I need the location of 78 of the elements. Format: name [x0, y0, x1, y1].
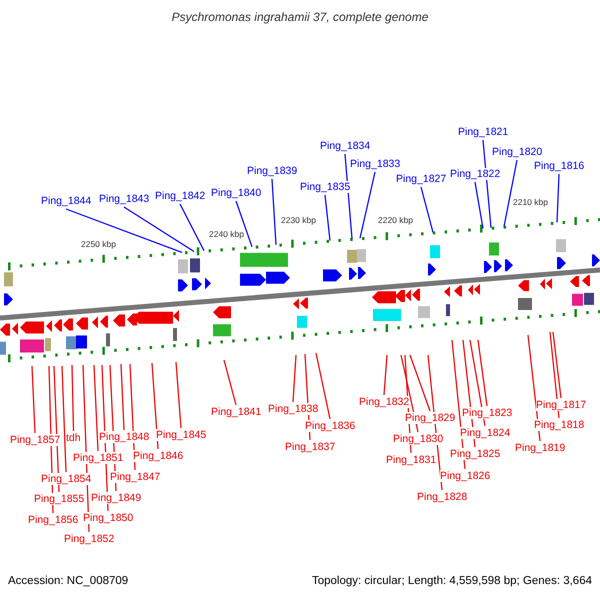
gene-label: Ping_1817: [536, 399, 586, 411]
gene-label: Ping_1837: [285, 441, 336, 453]
gene-label: Ping_1854: [41, 473, 92, 485]
gene-label: Ping_1834: [320, 140, 370, 152]
gene-label: Ping_1824: [460, 427, 510, 439]
gene-label: Ping_1848: [99, 431, 150, 443]
leader-line: [120, 364, 125, 430]
gene-label: Ping_1825: [450, 448, 500, 460]
gene-label: Ping_1841: [211, 406, 262, 418]
leader-line: [549, 332, 560, 418]
scale-label: 2230 kbp: [281, 214, 316, 226]
gene-label: Ping_1843: [99, 193, 150, 205]
scale-label: 2250 kbp: [81, 238, 116, 250]
gene-label: Ping_1849: [91, 492, 142, 504]
leader-line: [31, 366, 36, 434]
gene-label: Ping_1833: [350, 158, 400, 170]
leader-line: [93, 364, 99, 452]
gene-label: Ping_1852: [64, 533, 114, 545]
gene-label: Ping_1856: [28, 514, 78, 526]
gene-label: Ping_1818: [534, 419, 584, 431]
leader-line: [61, 366, 67, 472]
gene-label: Ping_1831: [386, 454, 436, 466]
scale-label: 2220 kbp: [378, 214, 413, 226]
leader-line: [223, 360, 237, 406]
gene-label: Ping_1830: [393, 433, 444, 445]
leader-line: [179, 204, 205, 251]
scale-label: 2240 kbp: [209, 228, 244, 240]
accession-note: Accession: NC_008709: [8, 575, 128, 587]
gene-label: Ping_1840: [211, 187, 262, 199]
gene-label: Ping_1844: [41, 195, 92, 207]
leader-line: [503, 160, 518, 227]
leader-line: [175, 362, 182, 428]
leader-line: [235, 200, 253, 248]
leader-line: [124, 206, 194, 252]
genome-summary-note: Topology: circular; Length: 4,559,598 bp; Genes: 3,664: [312, 575, 592, 587]
gene-label: Ping_1855: [34, 493, 84, 505]
leader-line: [556, 174, 560, 222]
leader-line: [71, 364, 74, 432]
gene-label: Ping_1822: [450, 168, 500, 180]
leader-line: [292, 354, 297, 402]
gene-label: tdh: [66, 432, 81, 444]
leader-line: [482, 140, 492, 228]
gene-label: Ping_1842: [155, 190, 206, 202]
gene-label: Ping_1835: [300, 181, 350, 193]
leader-line: [474, 182, 484, 228]
gene-label: Ping_1836: [305, 420, 356, 432]
gene-label: Ping_1845: [156, 429, 206, 441]
gene-label: Ping_1838: [268, 403, 318, 415]
leader-line: [552, 332, 562, 398]
gene-label: Ping_1850: [83, 512, 134, 524]
leader-line: [477, 340, 488, 406]
gene-label: Ping_1820: [492, 146, 542, 158]
gene-label: Ping_1826: [440, 470, 490, 482]
leader-line: [66, 208, 182, 253]
gene-label: Ping_1828: [417, 491, 468, 503]
gene-label: Ping_1816: [534, 160, 584, 172]
scale-label: 2210 kbp: [513, 196, 548, 208]
leader-line: [420, 186, 434, 233]
gene-label: Ping_1839: [247, 165, 298, 177]
gene-label: Ping_1821: [458, 126, 508, 138]
leader-line: [409, 354, 431, 412]
leader-line: [383, 354, 388, 396]
leader-line: [359, 172, 376, 238]
gene-label: Ping_1827: [396, 173, 446, 185]
leader-line: [151, 362, 159, 450]
leader-line: [527, 334, 541, 442]
leader-line: [324, 194, 331, 241]
leader-line: [344, 154, 353, 239]
gene-label: Ping_1832: [359, 396, 410, 408]
gene-label: Ping_1829: [405, 412, 456, 424]
gene-label: Ping_1823: [462, 407, 512, 419]
gene-label: Ping_1847: [110, 471, 160, 483]
gene-label: Ping_1857: [10, 434, 60, 446]
gene-label: Ping_1846: [133, 450, 184, 462]
gene-label: Ping_1819: [515, 442, 566, 454]
leader-line: [315, 352, 331, 420]
leader-line: [271, 178, 277, 245]
gene-label: Ping_1851: [73, 452, 124, 464]
